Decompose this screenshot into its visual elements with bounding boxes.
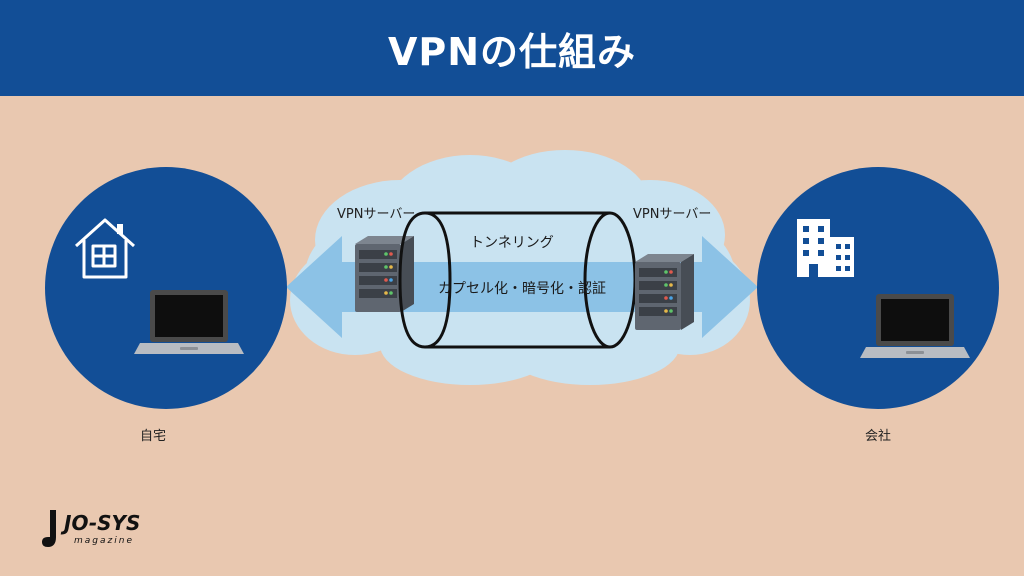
tunneling-label: トンネリング [470, 235, 554, 251]
logo-text: JO-SYS [60, 511, 140, 535]
laptop-icon [134, 290, 244, 354]
office-label: 会社 [865, 429, 892, 444]
server-icon [635, 254, 694, 330]
laptop-icon [860, 294, 970, 358]
page-title: VPNの仕組み [387, 29, 637, 74]
logo-subtext: magazine [74, 536, 134, 546]
office-circle [757, 167, 999, 409]
vpn-server-label-left: VPNサーバー [337, 207, 416, 222]
home-circle [45, 167, 287, 409]
double-arrow [286, 236, 758, 338]
encapsulation-label: カプセル化・暗号化・認証 [438, 281, 606, 297]
house-icon [74, 218, 136, 279]
header-bar: VPNの仕組み [0, 0, 1024, 96]
vpn-server-label-right: VPNサーバー [633, 207, 712, 222]
building-windows [803, 226, 850, 277]
logo-mark [42, 510, 56, 547]
jo-sys-logo: JO-SYS magazine [42, 510, 140, 547]
home-label: 自宅 [140, 429, 167, 444]
server-icon [355, 236, 414, 312]
